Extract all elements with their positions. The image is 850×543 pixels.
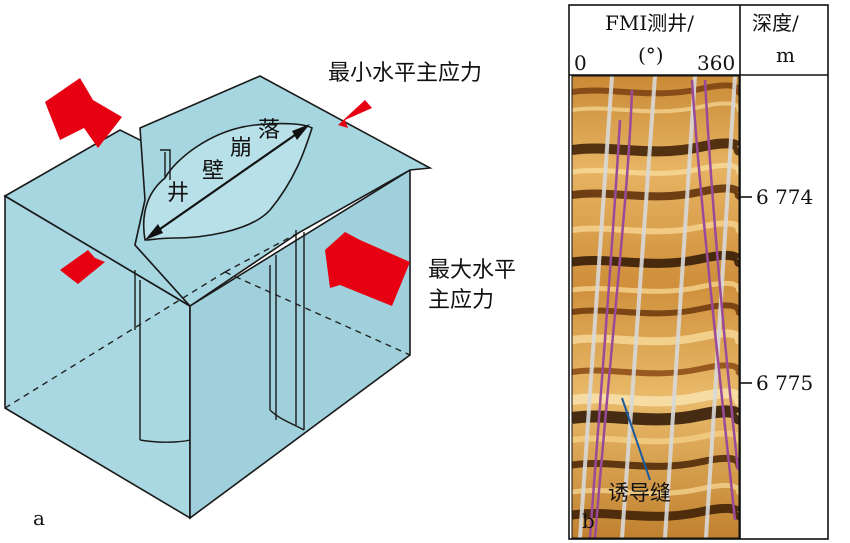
max-stress-label-line2: 主应力 [428, 288, 494, 313]
bedding-band [572, 388, 739, 407]
min-stress-arrow-right [338, 100, 372, 128]
depth-tick-6775: 6 775 [756, 371, 813, 395]
stress-arrows [45, 78, 410, 306]
bedding-band [572, 220, 739, 235]
bedding-band [572, 138, 739, 157]
bedding-band [572, 362, 739, 377]
induced-fractures [588, 79, 739, 538]
max-stress-arrow-right [325, 232, 410, 306]
fmi-axis-min: 0 [574, 51, 587, 75]
fmi-panel: FMI测井/ 0 (°) 360 深度/ m [568, 4, 829, 540]
min-stress-label: 最小水平主应力 [328, 61, 482, 86]
bedding-band [572, 101, 739, 114]
hidden-edges [4, 231, 411, 409]
breakout-char-2: 壁 [202, 159, 224, 184]
block-diagram: 井 壁 崩 落 最小水平主应力 最大水平 主应力 a [3, 61, 516, 530]
breakout-char-3: 崩 [230, 136, 252, 161]
depth-unit: m [776, 43, 795, 67]
bedding-band [572, 503, 739, 521]
breakout-char-4: 落 [258, 118, 280, 143]
bedding-band [572, 280, 739, 294]
depth-title: 深度/ [752, 11, 799, 35]
min-stress-arrow-left [60, 250, 105, 284]
breakout-char-1: 井 [167, 181, 189, 206]
max-stress-label-line1: 最大水平 [428, 258, 516, 283]
bedding-band [572, 302, 739, 317]
fracture-label: 诱导缝 [608, 481, 671, 505]
depth-tick-6774: 6 774 [756, 185, 813, 209]
fmi-image [572, 76, 739, 538]
fracture-pointer [621, 397, 651, 481]
wellbore-cuts [134, 149, 305, 443]
fmi-axis-max: 360 [697, 51, 735, 75]
fmi-track-title: FMI测井/ [605, 11, 694, 35]
panel-a-label: a [33, 506, 45, 530]
bedding-band [572, 250, 739, 268]
panel-b-label: b [582, 509, 595, 533]
fmi-unit: (°) [638, 43, 664, 67]
breakout-arrow [145, 124, 310, 240]
bedding-band [572, 82, 739, 97]
bedding-band [572, 482, 739, 496]
max-stress-arrow-top-left [45, 78, 122, 148]
